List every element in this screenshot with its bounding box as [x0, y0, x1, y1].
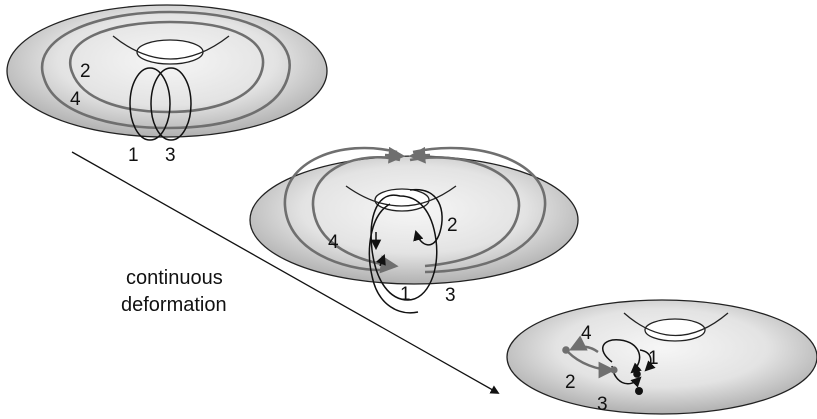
torus-hole: [375, 189, 429, 211]
torus-intermediate: 1 3 2 4: [250, 148, 578, 313]
label-2: 2: [565, 372, 576, 393]
torus-surface: [7, 5, 327, 137]
label-3: 3: [597, 394, 608, 415]
label-1: 1: [400, 284, 411, 305]
point-gray-2: [610, 366, 617, 373]
torus-hole: [137, 40, 203, 64]
torus-hole: [645, 319, 705, 341]
label-2: 2: [447, 215, 458, 236]
label-1: 1: [128, 145, 139, 166]
torus-initial: 1 3 2 4: [7, 5, 327, 166]
torus-surface: [507, 300, 817, 414]
arrow-top-right: [412, 155, 430, 156]
torus-final: 4 1 2 3: [507, 300, 817, 415]
point-gray-1: [562, 346, 570, 354]
label-3: 3: [165, 145, 176, 166]
label-4: 4: [581, 323, 592, 344]
caption-line-2: deformation: [121, 294, 227, 316]
arrow-top-left: [385, 155, 402, 156]
label-4: 4: [328, 232, 339, 253]
label-4: 4: [70, 89, 81, 110]
point-black-1: [633, 370, 641, 378]
point-black-2: [635, 387, 643, 395]
caption-line-1: continuous: [126, 267, 223, 289]
label-2: 2: [80, 61, 91, 82]
label-1: 1: [648, 348, 659, 369]
label-3: 3: [445, 285, 456, 306]
torus-surface: [250, 156, 578, 284]
